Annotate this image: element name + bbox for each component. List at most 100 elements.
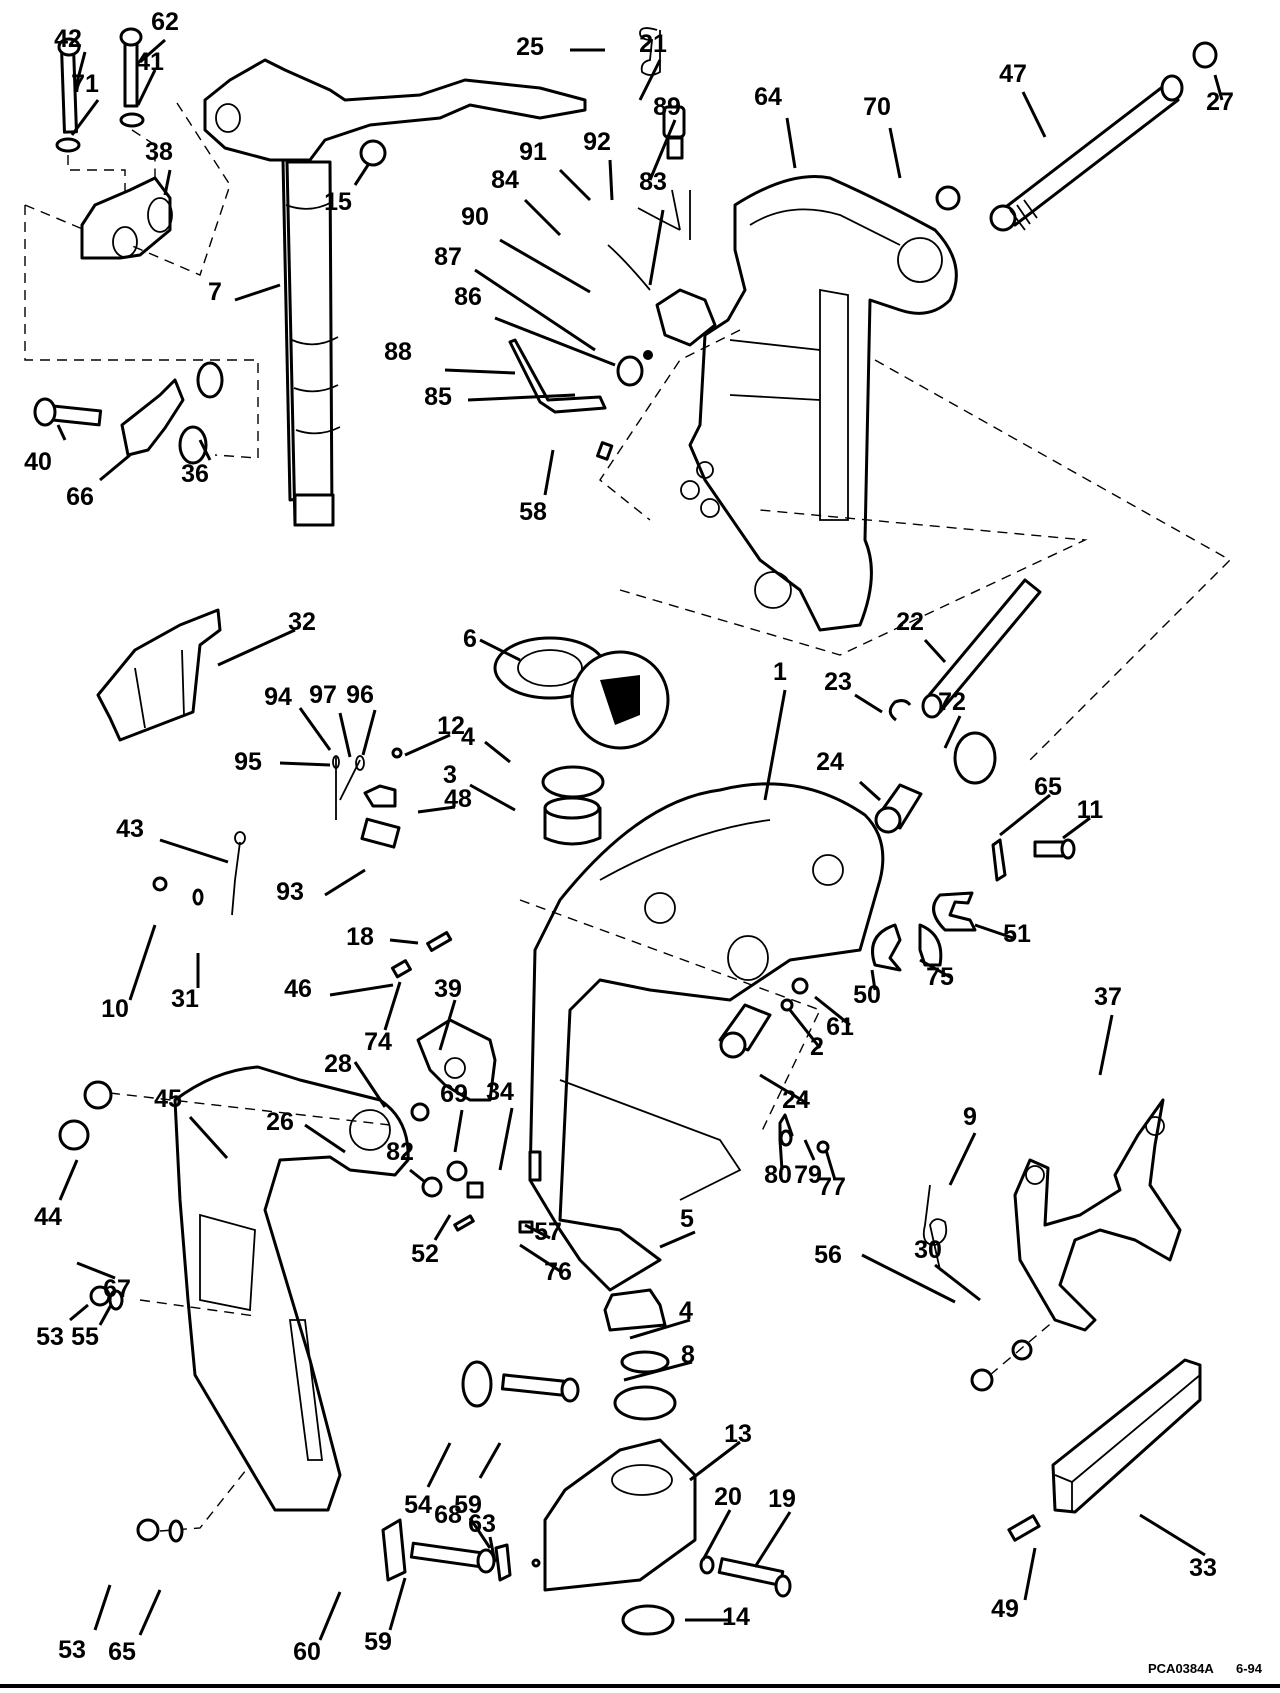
leader-line-62 [139, 38, 166, 64]
leader-line-60 [318, 1591, 342, 1641]
callout-label-1: 1 [773, 658, 787, 686]
tilt-tube-drawing [935, 41, 1218, 232]
leader-line-76 [519, 1243, 564, 1275]
leader-line-57 [524, 1223, 551, 1240]
callout-label-43: 43 [116, 815, 144, 843]
callout-label-61: 61 [826, 1013, 854, 1041]
leader-line-47 [1021, 91, 1047, 138]
leader-line-53 [69, 1303, 89, 1322]
callout-label-53: 53 [36, 1323, 64, 1351]
leader-line-44 [58, 1159, 79, 1201]
leader-line-30 [934, 1263, 981, 1302]
steering-arm-shaft-drawing [203, 58, 587, 527]
callout-label-71: 71 [71, 70, 99, 98]
leader-line-38 [163, 169, 172, 196]
leader-line-4 [629, 1318, 691, 1340]
leader-line-39 [438, 999, 457, 1051]
leader-line-5 [659, 1230, 696, 1249]
callout-label-46: 46 [284, 975, 312, 1003]
leader-line-97 [338, 712, 352, 758]
callout-label-84: 84 [491, 166, 519, 194]
callout-label-12: 12 [437, 712, 465, 740]
callout-label-42: 42 [54, 25, 82, 53]
callout-label-57: 57 [534, 1218, 562, 1246]
leader-line-68 [468, 1517, 492, 1549]
callout-label-4: 4 [679, 1297, 693, 1325]
leader-line-75 [919, 958, 951, 979]
callout-label-67: 67 [103, 1275, 131, 1303]
drawing-code: PCA0384A [1148, 1661, 1214, 1676]
callout-label-32: 32 [288, 608, 316, 636]
callout-label-31: 31 [171, 985, 199, 1013]
leader-line-89 [648, 119, 677, 181]
callout-label-30: 30 [914, 1236, 942, 1264]
leader-line-9 [948, 1132, 977, 1186]
callout-label-68: 68 [434, 1501, 462, 1529]
leader-line-94 [298, 707, 332, 751]
leader-line-12 [404, 733, 451, 757]
callout-label-21: 21 [639, 30, 667, 58]
callout-label-4: 4 [461, 723, 475, 751]
leader-line-65 [138, 1589, 162, 1636]
tilt-shaft-and-bushings-drawing [718, 578, 1042, 1059]
leader-lines [56, 38, 1224, 1641]
anode-drawing [1007, 1358, 1202, 1542]
leader-line-56 [861, 1253, 956, 1304]
leader-line-50 [870, 969, 877, 991]
leader-line-10 [128, 924, 157, 1001]
leader-line-43 [159, 838, 229, 864]
callout-label-50: 50 [853, 981, 881, 1009]
leader-line-20 [701, 1509, 732, 1561]
leader-line-1 [763, 689, 787, 801]
callout-label-45: 45 [154, 1085, 182, 1113]
callout-label-86: 86 [454, 283, 482, 311]
callout-label-90: 90 [461, 203, 489, 231]
stern-bracket-fasteners-drawing [58, 1080, 184, 1543]
leader-line-18 [389, 938, 419, 945]
callout-label-83: 83 [639, 168, 667, 196]
leader-line-49 [1023, 1547, 1037, 1601]
leader-line-70 [888, 127, 902, 179]
leader-line-26 [304, 1123, 346, 1154]
leader-line-72 [943, 715, 962, 749]
leader-line-42 [73, 51, 87, 91]
callout-label-25: 25 [516, 33, 544, 61]
callout-label-85: 85 [424, 383, 452, 411]
leader-line-80 [778, 1139, 784, 1171]
callout-label-53: 53 [58, 1636, 86, 1664]
leader-line-34 [498, 1107, 514, 1171]
leader-line-7 [234, 283, 281, 302]
callout-label-65: 65 [108, 1638, 136, 1666]
leader-line-65 [999, 793, 1051, 837]
trim-switch-assembly-drawing [508, 27, 717, 461]
callout-label-19: 19 [768, 1485, 796, 1513]
callout-label-77: 77 [818, 1173, 846, 1201]
leader-line-21 [638, 59, 662, 101]
callout-label-41: 41 [136, 48, 164, 76]
leader-line-53 [93, 1584, 112, 1631]
callout-label-9: 9 [963, 1103, 977, 1131]
leader-line-63 [488, 1536, 497, 1563]
leader-line-90 [499, 238, 591, 294]
callout-label-94: 94 [264, 683, 292, 711]
callout-label-97: 97 [309, 681, 337, 709]
leader-line-11 [1062, 816, 1091, 840]
callout-label-49: 49 [991, 1595, 1019, 1623]
callout-label-36: 36 [181, 460, 209, 488]
leader-line-51 [974, 923, 1014, 940]
leader-line-24 [858, 780, 882, 802]
leader-line-45 [188, 1115, 229, 1160]
leader-line-15 [353, 164, 370, 186]
leader-line-91 [558, 168, 592, 202]
leader-line-4 [484, 740, 511, 764]
small-hardware-right-drawing [778, 977, 830, 1154]
leader-line-46 [329, 983, 394, 997]
leader-line-3 [469, 783, 516, 812]
leader-line-13 [689, 1440, 741, 1482]
callout-label-59: 59 [454, 1491, 482, 1519]
callout-label-76: 76 [544, 1258, 572, 1286]
callout-label-27: 27 [1206, 88, 1234, 116]
callout-label-24: 24 [782, 1086, 810, 1114]
callout-label-89: 89 [653, 93, 681, 121]
